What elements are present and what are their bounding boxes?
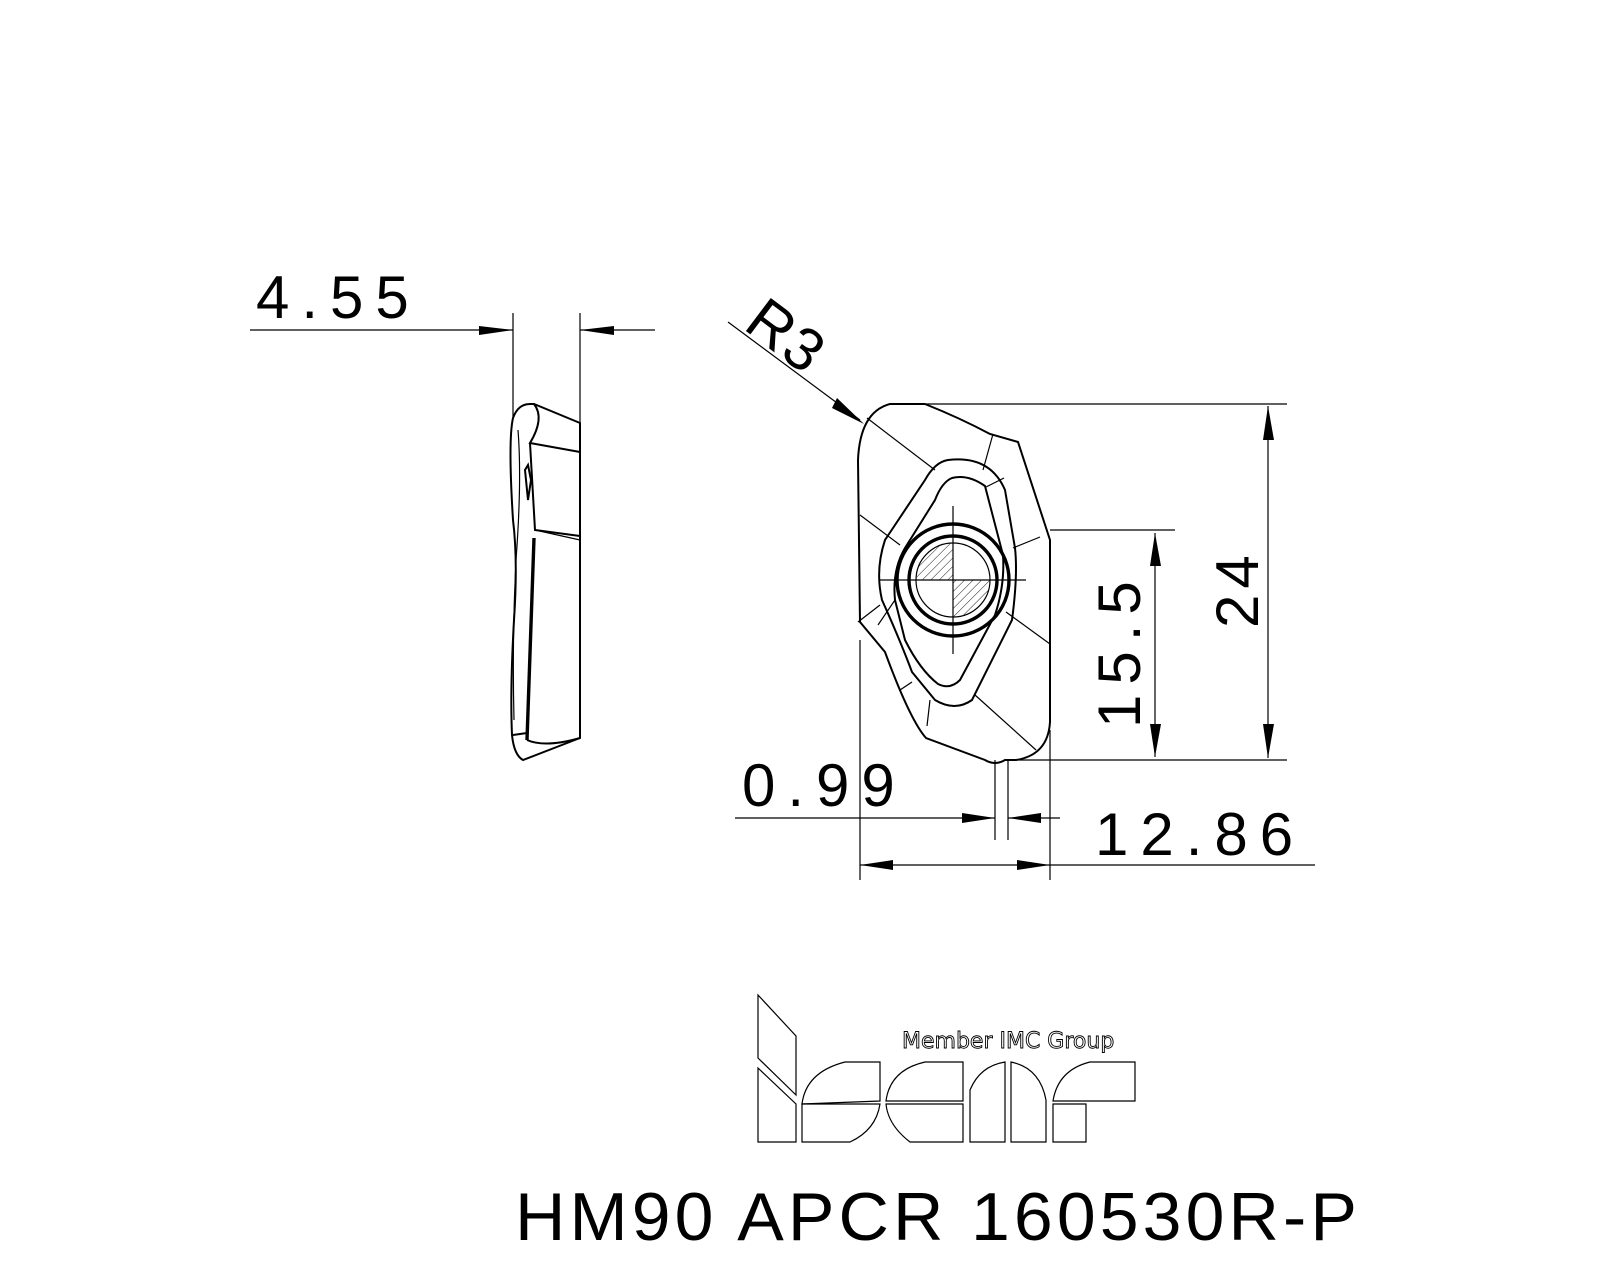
dimension-thickness-label: 4.55	[256, 264, 421, 331]
product-code: HM90 APCR 160530R-P	[515, 1179, 1361, 1255]
dimension-cutting-edge: 15.5	[1050, 529, 1175, 757]
dimension-cutting-edge-label: 15.5	[1086, 571, 1153, 728]
hatched-section-lower-right	[953, 580, 990, 617]
hatched-section-upper-left	[916, 543, 953, 580]
insert-top-view	[856, 403, 1051, 764]
dimension-wiper: 0.99	[735, 752, 1060, 840]
dimension-length: 24	[890, 403, 1287, 761]
dimension-thickness: 4.55	[250, 264, 655, 335]
dimension-width: 12.86	[859, 640, 1315, 880]
dimension-length-label: 24	[1204, 549, 1271, 628]
dimension-corner-radius-label: R3	[734, 285, 839, 387]
dimension-wiper-label: 0.99	[742, 752, 907, 819]
dimension-width-label: 12.86	[1095, 801, 1305, 868]
logo-caption: Member IMC Group	[902, 1029, 1114, 1054]
dimension-corner-radius: R3	[727, 285, 864, 424]
iscar-logo: Member IMC Group	[757, 993, 1136, 1143]
insert-side-view	[509, 313, 581, 762]
